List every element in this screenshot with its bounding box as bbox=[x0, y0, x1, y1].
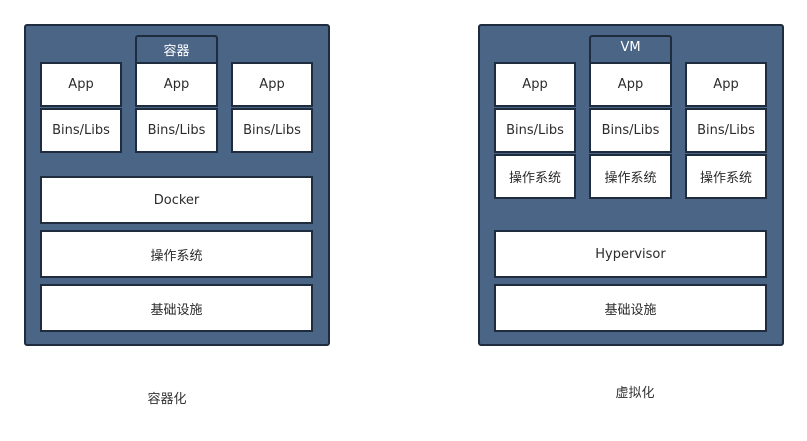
left-app-box-1: App bbox=[40, 62, 122, 107]
right-app-box-3: App bbox=[685, 62, 767, 107]
docker-layer: Docker bbox=[40, 176, 313, 224]
right-libs-box-2: Bins/Libs bbox=[589, 108, 672, 153]
vm-group-tab: VM bbox=[589, 35, 672, 65]
container-group-tab: 容器 bbox=[135, 35, 218, 65]
left-libs-box-1: Bins/Libs bbox=[40, 108, 122, 153]
left-os-layer: 操作系统 bbox=[40, 230, 313, 278]
left-libs-box-3: Bins/Libs bbox=[231, 108, 313, 153]
left-app-box-2: App bbox=[135, 62, 218, 107]
virtualization-caption: 虚拟化 bbox=[615, 386, 655, 401]
right-guest-os-box-1: 操作系统 bbox=[494, 154, 576, 199]
left-infra-layer: 基础设施 bbox=[40, 284, 313, 332]
right-infra-layer: 基础设施 bbox=[494, 284, 767, 332]
right-libs-box-3: Bins/Libs bbox=[685, 108, 767, 153]
left-libs-box-2: Bins/Libs bbox=[135, 108, 218, 153]
right-libs-box-1: Bins/Libs bbox=[494, 108, 576, 153]
right-app-box-2: App bbox=[589, 62, 672, 107]
right-guest-os-box-2: 操作系统 bbox=[589, 154, 672, 199]
container-group-label: 容器 bbox=[163, 44, 190, 59]
right-app-box-1: App bbox=[494, 62, 576, 107]
left-app-box-3: App bbox=[231, 62, 313, 107]
right-guest-os-box-3: 操作系统 bbox=[685, 154, 767, 199]
hypervisor-layer: Hypervisor bbox=[494, 230, 767, 278]
vm-group-label: VM bbox=[620, 40, 641, 55]
containerization-caption: 容器化 bbox=[147, 392, 187, 407]
